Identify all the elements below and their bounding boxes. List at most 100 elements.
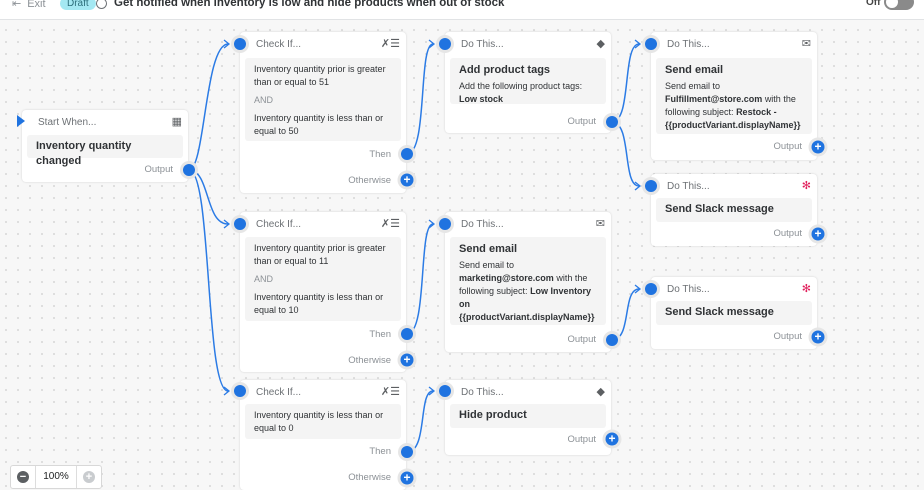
input-port[interactable] [234, 385, 246, 397]
condition: Inventory quantity is less than or equal… [254, 410, 384, 433]
input-port[interactable] [234, 38, 246, 50]
check-header: Check If... [256, 39, 302, 50]
action-title: Hide product [459, 409, 527, 421]
action-send-slack-1[interactable]: Do This... ✻ Send Slack message Output [651, 174, 817, 246]
then-port[interactable] [401, 148, 413, 160]
action-title: Add product tags [459, 64, 551, 76]
connector [406, 390, 434, 453]
connector [611, 288, 640, 341]
then-port[interactable] [401, 446, 413, 458]
condition-icon: ✗☰ [380, 218, 400, 230]
exit-button[interactable]: ⇤ Exit [12, 0, 46, 10]
workflow-title[interactable]: Get notified when inventory is low and h… [114, 0, 505, 9]
condition-icon: ✗☰ [380, 386, 400, 398]
connector [188, 169, 229, 392]
input-port[interactable] [645, 283, 657, 295]
top-bar: ⇤ Exit Draft Get notified when inventory … [0, 0, 924, 20]
connector [406, 223, 434, 335]
start-card[interactable]: Start When... ▦ Inventory quantity chang… [22, 110, 188, 182]
action-send-email-fulfillment[interactable]: Do This... ✉ Send email Send email to Fu… [651, 32, 817, 160]
output-label: Output [567, 334, 596, 345]
mail-icon: ✉ [595, 218, 605, 230]
minus-icon: − [17, 471, 29, 483]
start-marker-icon [17, 115, 25, 127]
action-title: Send Slack message [665, 203, 774, 215]
zoom-control: − 100% + [10, 465, 102, 489]
output-label: Output [773, 141, 802, 152]
check-card-2[interactable]: Check If... ✗☰ Inventory quantity prior … [240, 212, 406, 372]
add-otherwise-button[interactable]: + [400, 353, 414, 367]
toggle-label: Off [866, 0, 881, 8]
condition: Inventory quantity prior is greater than… [254, 64, 386, 87]
add-output-button[interactable]: + [811, 140, 825, 154]
slack-icon: ✻ [801, 180, 811, 192]
output-label: Output [144, 164, 173, 175]
add-output-button[interactable]: + [605, 432, 619, 446]
email-subject: Restock - {{productVariant.displayName}} [665, 107, 801, 130]
action-text: Send email to [459, 260, 515, 270]
action-header: Do This... [667, 284, 710, 295]
zoom-level: 100% [35, 466, 77, 488]
output-port[interactable] [606, 116, 618, 128]
condition: Inventory quantity is less than or equal… [254, 113, 384, 136]
action-hide-product[interactable]: Do This... ◆ Hide product Output [445, 380, 611, 455]
action-title: Send email [665, 64, 724, 76]
input-port[interactable] [439, 385, 451, 397]
and-label: AND [254, 95, 274, 105]
tag-value: Low stock [459, 94, 504, 104]
check-header: Check If... [256, 219, 302, 230]
connector [611, 121, 640, 187]
add-output-button[interactable]: + [811, 330, 825, 344]
action-add-tags[interactable]: Do This... ◆ Add product tags Add the fo… [445, 32, 611, 133]
store-icon: ▦ [171, 116, 182, 128]
exit-label: Exit [27, 0, 46, 10]
output-label: Output [773, 228, 802, 239]
email-recipient: Fulfillment@store.com [665, 94, 763, 104]
output-label: Output [567, 434, 596, 445]
action-header: Do This... [667, 181, 710, 192]
output-port[interactable] [606, 334, 618, 346]
email-recipient: marketing@store.com [459, 273, 554, 283]
add-output-button[interactable]: + [811, 227, 825, 241]
input-port[interactable] [439, 218, 451, 230]
start-output-port[interactable] [183, 164, 195, 176]
add-otherwise-button[interactable]: + [400, 173, 414, 187]
arrowheads [223, 39, 642, 396]
action-header: Do This... [461, 219, 504, 230]
trigger-title: Inventory quantity changed [36, 140, 132, 167]
then-label: Then [369, 446, 391, 457]
zoom-in-button[interactable]: + [77, 466, 101, 488]
action-text: with the following subject: [459, 273, 588, 296]
check-header: Check If... [256, 387, 302, 398]
tag-icon: ◆ [596, 386, 605, 398]
connector [188, 169, 229, 225]
check-circle-icon [96, 0, 107, 9]
status-badge: Draft [60, 0, 96, 10]
input-port[interactable] [439, 38, 451, 50]
mail-icon: ✉ [801, 38, 811, 50]
workflow-toggle[interactable] [884, 0, 914, 10]
action-text: with the following subject: [665, 94, 796, 117]
plus-icon: + [83, 471, 95, 483]
input-port[interactable] [645, 38, 657, 50]
condition: Inventory quantity is less than or equal… [254, 292, 384, 315]
and-label: AND [254, 274, 274, 284]
zoom-out-button[interactable]: − [11, 466, 35, 488]
action-text: Send email to [665, 81, 721, 91]
action-title: Send email [459, 243, 518, 255]
add-otherwise-button[interactable]: + [400, 471, 414, 485]
check-card-1[interactable]: Check If... ✗☰ Inventory quantity prior … [240, 32, 406, 193]
input-port[interactable] [234, 218, 246, 230]
action-send-email-marketing[interactable]: Do This... ✉ Send email Send email to ma… [445, 212, 611, 352]
action-title: Send Slack message [665, 306, 774, 318]
check-card-3[interactable]: Check If... ✗☰ Inventory quantity is les… [240, 380, 406, 490]
start-header: Start When... [38, 117, 97, 128]
condition: Inventory quantity prior is greater than… [254, 243, 386, 266]
input-port[interactable] [645, 180, 657, 192]
action-send-slack-2[interactable]: Do This... ✻ Send Slack message Output [651, 277, 817, 349]
exit-icon: ⇤ [12, 0, 22, 10]
then-label: Then [369, 149, 391, 160]
then-port[interactable] [401, 328, 413, 340]
output-label: Output [773, 331, 802, 342]
action-header: Do This... [461, 387, 504, 398]
